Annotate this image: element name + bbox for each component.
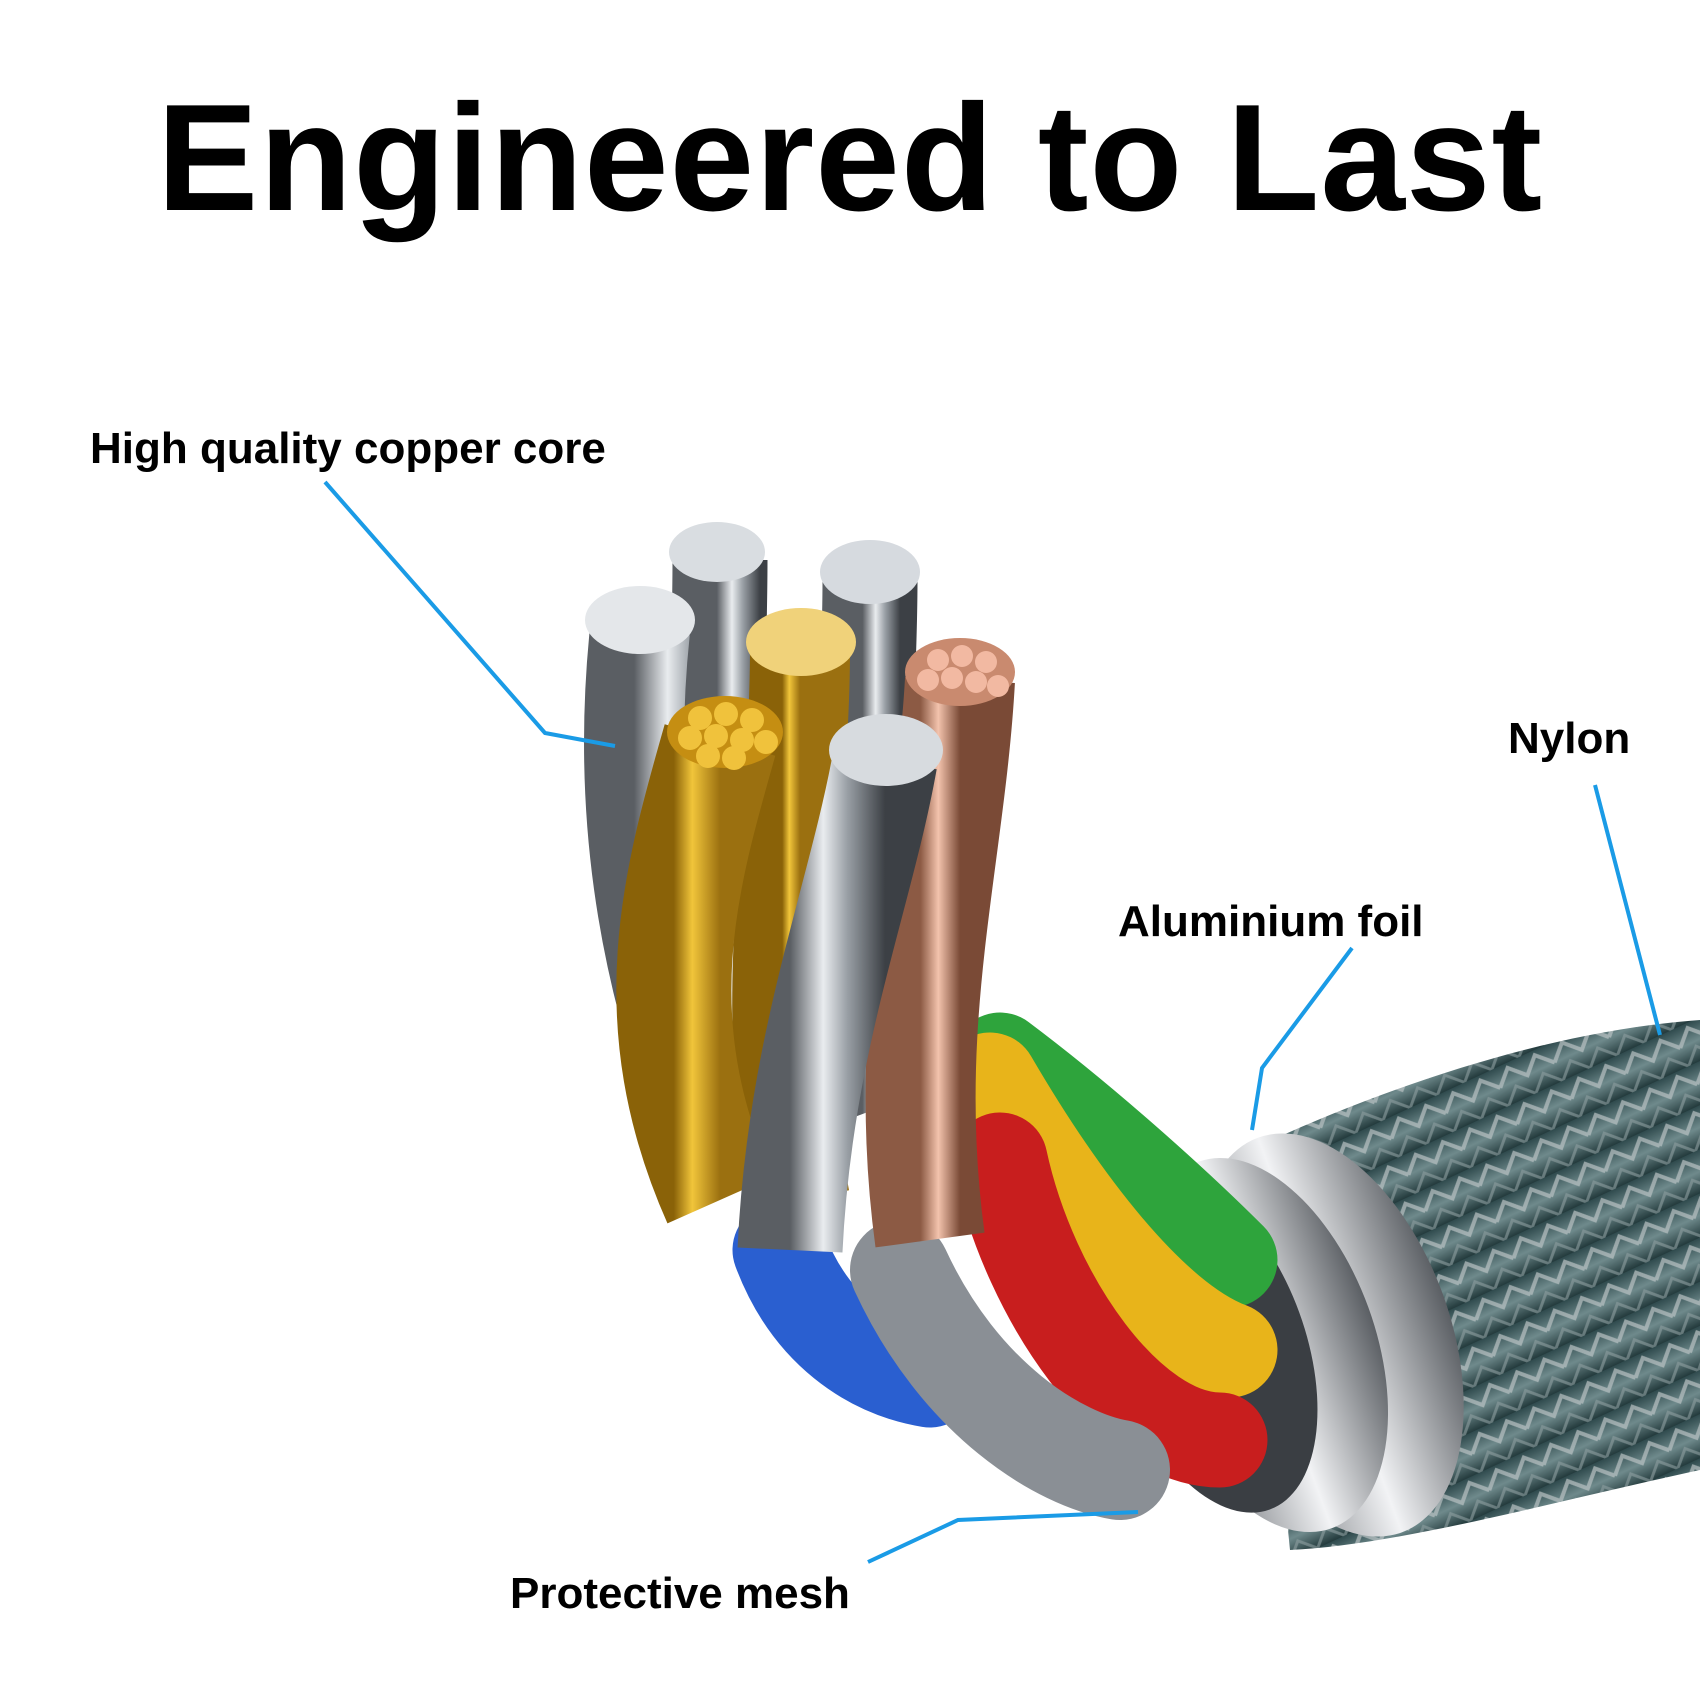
label-aluminium-foil: Aluminium foil [1118,897,1424,946]
leader-line-copper [323,480,616,748]
label-protective-mesh: Protective mesh [510,1569,850,1618]
leader-line-mesh [867,1510,1139,1564]
leader-line-nylon [1593,784,1662,1036]
label-copper-core: High quality copper core [90,424,606,473]
leader-lines [323,480,1662,1564]
page-title: Engineered to Last [156,73,1544,243]
insulated-wires [732,1012,1278,1520]
copper-cores [584,522,1015,1253]
label-nylon: Nylon [1508,714,1631,763]
leader-line-foil [1250,946,1354,1131]
